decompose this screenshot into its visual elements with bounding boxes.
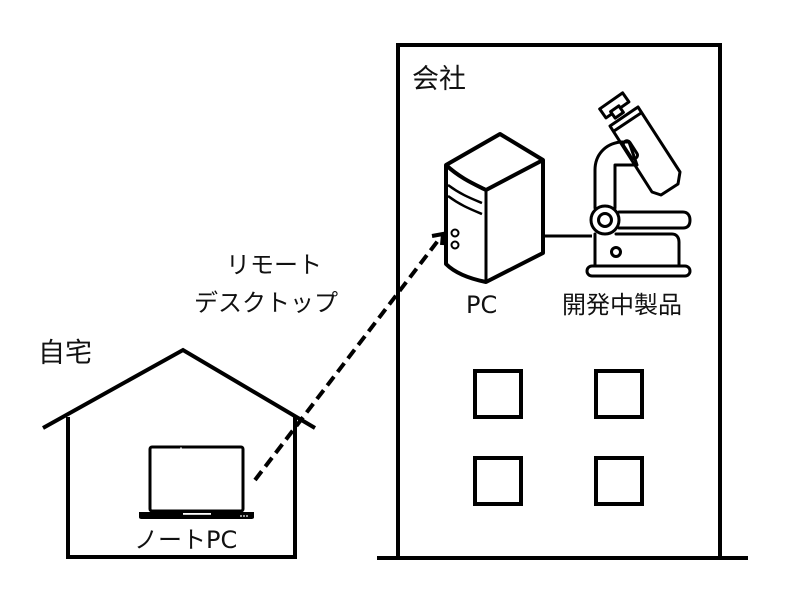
company-label: 会社: [412, 64, 466, 95]
arrowhead-icon: [431, 231, 446, 246]
building-window: [594, 369, 644, 419]
laptop-icon: [139, 445, 254, 519]
remote-desktop-label-line2: デスクトップ: [194, 289, 338, 317]
office-building: [396, 43, 722, 556]
pc-label: PC: [466, 291, 497, 319]
building-window: [473, 456, 523, 506]
microscope-icon: [585, 91, 692, 278]
laptop-label: ノートPC: [134, 526, 237, 554]
house-outline: [42, 347, 317, 559]
building-window: [594, 456, 644, 506]
desktop-tower-icon: [444, 132, 545, 284]
remote-desktop-label-line1: リモート: [226, 251, 322, 279]
building-window: [473, 369, 523, 419]
home-label: 自宅: [38, 338, 92, 369]
product-label: 開発中製品: [562, 291, 682, 319]
